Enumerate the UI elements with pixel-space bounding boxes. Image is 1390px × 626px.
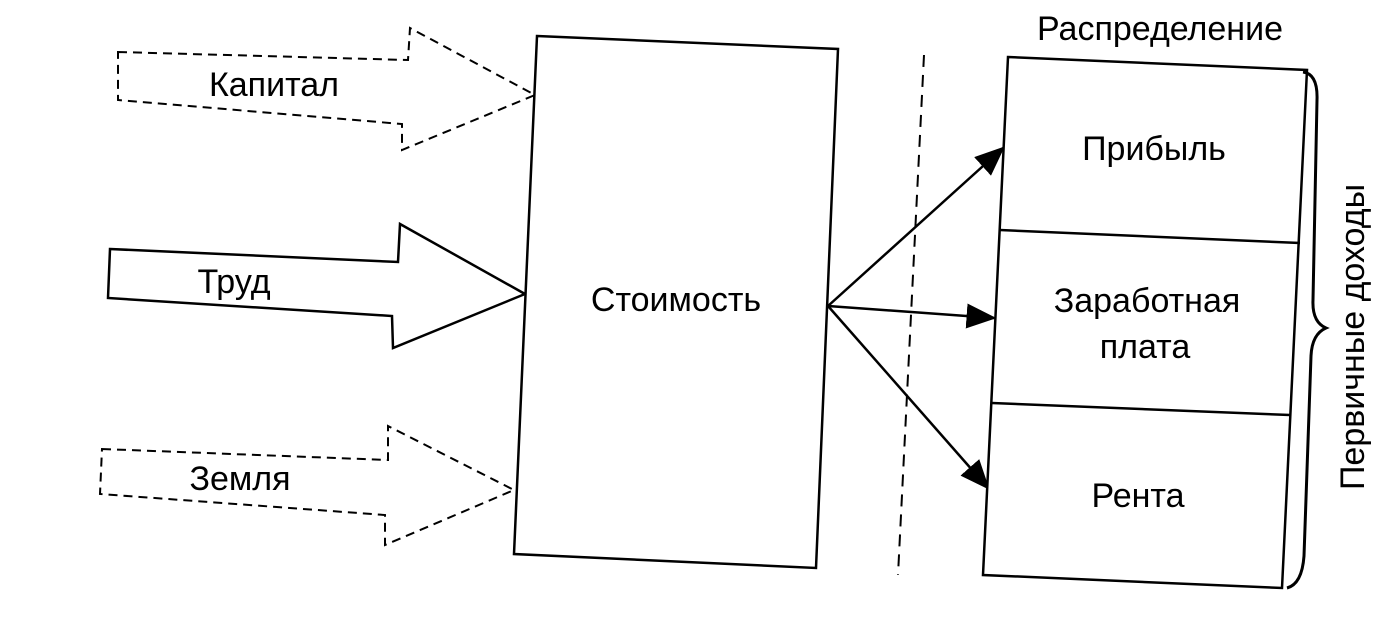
land-label: Земля — [189, 460, 290, 498]
distribution-box-frame — [981, 55, 1309, 590]
dashed-divider-line — [897, 54, 925, 576]
labor-label: Труд — [197, 263, 270, 301]
capital-label: Капитал — [209, 66, 339, 104]
primary-income-label: Первичные доходы — [1334, 184, 1372, 490]
labor-arrow-shape — [106, 221, 528, 350]
flow-arrow-to-wages — [827, 303, 997, 329]
capital-arrow-shape — [117, 26, 538, 152]
value-label: Стоимость — [591, 281, 761, 319]
land-arrow-shape — [98, 424, 517, 547]
capital-input-arrow: Капитал — [117, 26, 538, 152]
distribution-title: Распределение — [1037, 10, 1283, 48]
wages-label-line1: Заработная — [1054, 282, 1241, 320]
flow-arrow-to-rent — [827, 305, 990, 490]
value-box-frame — [512, 34, 840, 570]
profit-label: Прибыль — [1082, 130, 1226, 168]
labor-input-arrow: Труд — [106, 221, 528, 350]
flow-arrow-to-profit — [827, 146, 1005, 307]
divider-wages-rent — [991, 401, 1291, 417]
curly-brace — [1286, 70, 1330, 590]
divider-profit-wages — [999, 228, 1301, 245]
value-box: Стоимость — [512, 34, 840, 570]
rent-label: Рента — [1092, 477, 1185, 515]
land-input-arrow: Земля — [98, 424, 517, 547]
distribution-box: Прибыль Заработная плата Рента — [981, 55, 1309, 590]
wages-label-line2: плата — [1100, 328, 1191, 366]
